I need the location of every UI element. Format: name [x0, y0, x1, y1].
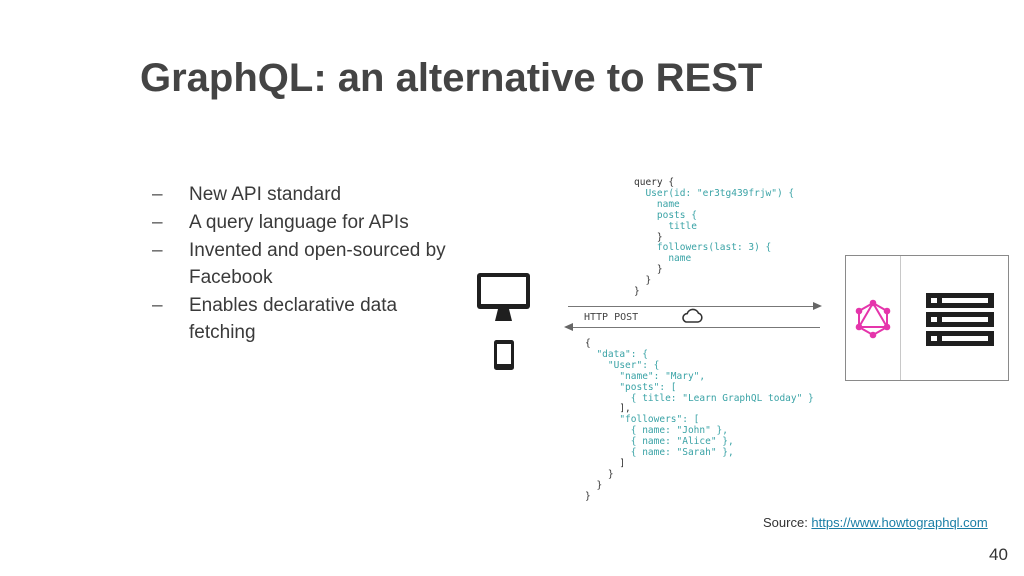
bullet-item: – A query language for APIs [152, 209, 452, 236]
code-line: "posts": [ [585, 381, 677, 393]
code-line: { [585, 338, 591, 349]
server-divider [900, 256, 901, 380]
code-line: { title: "Learn GraphQL today" } [585, 392, 814, 404]
source-prefix: Source: [763, 515, 812, 530]
code-line: } [634, 264, 663, 276]
code-line: "User": { [585, 359, 660, 371]
bullet-list: – New API standard – A query language for … [152, 181, 452, 347]
server-box [845, 255, 1009, 381]
request-arrow-head [813, 302, 822, 310]
code-line: name [634, 198, 680, 210]
bullet-text: Invented and open-sourced by Facebook [189, 240, 446, 288]
code-line: { name: "John" }, [585, 425, 728, 437]
bullet-item: – Invented and open-sourced by Facebook [152, 237, 452, 291]
code-line: } [634, 275, 652, 287]
bullet-marker: – [152, 184, 163, 205]
code-line: "followers": [ [585, 414, 700, 426]
code-line: User(id: "er3tg439frjw") { [634, 187, 795, 199]
code-line: } [585, 490, 591, 502]
bullet-text: A query language for APIs [189, 212, 409, 233]
desktop-monitor-icon [477, 273, 530, 321]
response-arrow-line [573, 327, 820, 328]
code-line: posts { [634, 209, 697, 221]
http-post-label: HTTP POST [584, 312, 639, 323]
code-line: "name": "Mary", [585, 370, 706, 382]
code-line: } [585, 479, 603, 491]
request-arrow-line [568, 306, 813, 307]
bullet-text: Enables declarative data fetching [189, 295, 398, 343]
cloud-icon [682, 308, 703, 323]
mobile-phone-icon [494, 340, 514, 370]
graphql-logo-icon [855, 299, 891, 339]
code-line: followers(last: 3) { [634, 242, 772, 254]
code-line: } [585, 468, 614, 480]
source-citation: Source: https://www.howtographql.com [763, 515, 988, 530]
code-line: ] [585, 457, 626, 469]
code-line: { name: "Sarah" }, [585, 447, 734, 459]
code-line: query { [634, 177, 675, 188]
code-line: } [634, 231, 663, 243]
code-line: ], [585, 403, 631, 415]
graphql-query-code: query { User(id: "er3tg439frjw") { name … [634, 177, 795, 298]
server-rack-icon [926, 293, 994, 346]
code-line: { name: "Alice" }, [585, 436, 734, 448]
code-line: name [634, 253, 692, 265]
bullet-marker: – [152, 240, 163, 261]
graphql-response-code: { "data": { "User": { "name": "Mary", "p… [585, 338, 814, 503]
bullet-marker: – [152, 295, 163, 316]
slide-title: GraphQL: an alternative to REST [140, 56, 763, 100]
page-number: 40 [989, 545, 1008, 564]
bullet-text: New API standard [189, 184, 342, 205]
response-arrow-head [564, 323, 573, 331]
source-link[interactable]: https://www.howtographql.com [811, 515, 988, 530]
code-line: } [634, 286, 640, 298]
code-line: title [634, 220, 697, 232]
bullet-item: – Enables declarative data fetching [152, 292, 452, 346]
bullet-marker: – [152, 212, 163, 233]
bullet-item: – New API standard [152, 181, 452, 208]
code-line: "data": { [585, 348, 648, 360]
